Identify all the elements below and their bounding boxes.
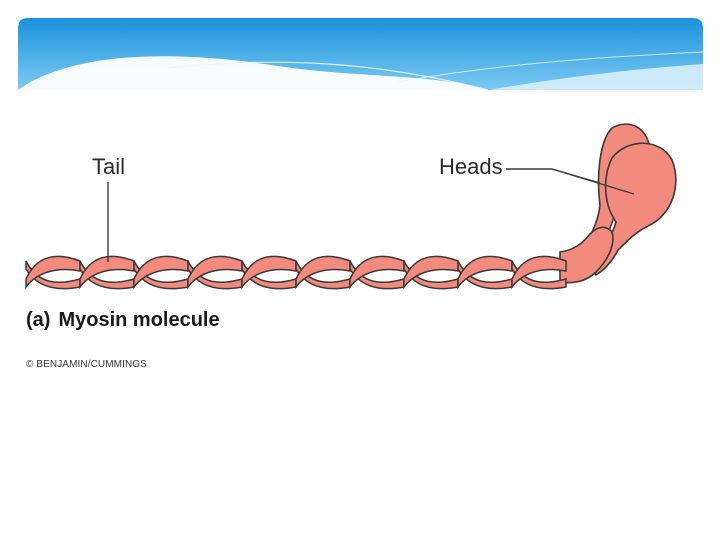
heads-label: Heads (439, 154, 503, 179)
copyright-credit: © BENJAMIN/CUMMINGS (26, 359, 147, 370)
myosin-tail-coil (25, 255, 567, 290)
heads-leader-line-c (551, 168, 635, 195)
tail-label: Tail (92, 154, 126, 179)
figure-caption: (a) Myosin molecule (26, 309, 220, 332)
myosin-neck (559, 226, 614, 284)
caption-letter: (a) (26, 309, 51, 331)
caption-title: Myosin molecule (58, 309, 220, 331)
tail-strand-segment-lower (511, 260, 567, 290)
myosin-molecule-diagram (25, 123, 677, 290)
slide-header-band (18, 18, 703, 90)
tail-strand-segment-upper (511, 255, 567, 290)
